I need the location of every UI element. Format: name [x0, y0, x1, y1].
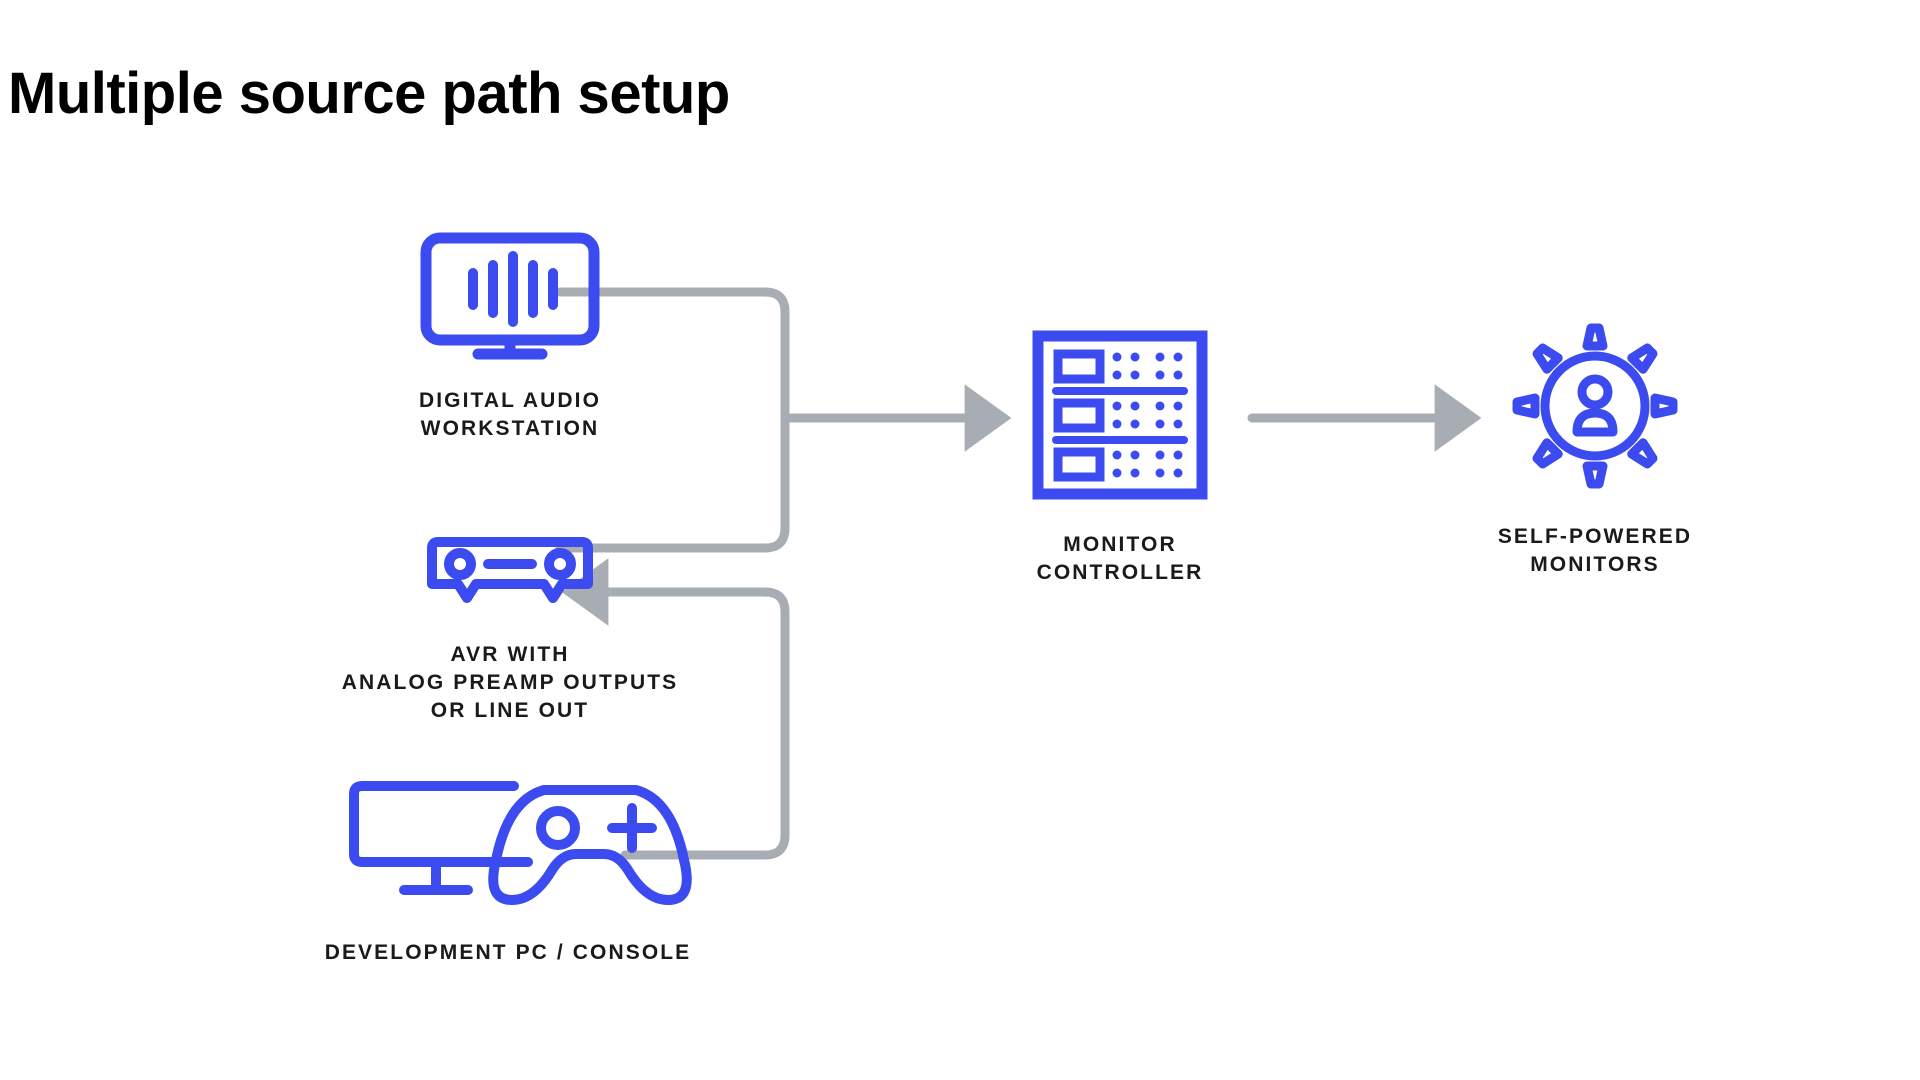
av-receiver-icon: [420, 537, 600, 615]
rack-unit-icon: [1032, 330, 1208, 505]
connector-avr-to-bus: [555, 413, 790, 553]
connector-daw-to-bus: [555, 287, 790, 423]
node-digital-audio-workstation[interactable]: DIGITAL AUDIO WORKSTATION: [300, 232, 720, 443]
node-label-self-powered-monitors: SELF-POWERED MONITORS: [1497, 525, 1693, 577]
node-avr[interactable]: AVR WITH ANALOG PREAMP OUTPUTS OR LINE O…: [240, 537, 780, 725]
surround-speakers-icon: [1509, 320, 1681, 497]
node-development-pc-console[interactable]: DEVELOPMENT PC / CONSOLE: [228, 778, 788, 967]
node-label-monitor-controller: MONITOR CONTROLLER: [1036, 533, 1204, 585]
node-self-powered-monitors[interactable]: SELF-POWERED MONITORS: [1420, 320, 1770, 579]
pc-gamepad-icon: [348, 778, 692, 915]
node-monitor-controller[interactable]: MONITOR CONTROLLER: [950, 330, 1290, 587]
node-label-development-pc-console: DEVELOPMENT PC / CONSOLE: [324, 941, 692, 964]
page-title: Multiple source path setup: [8, 61, 730, 126]
node-label-avr: AVR WITH ANALOG PREAMP OUTPUTS OR LINE O…: [341, 643, 679, 723]
connector-console-to-avr: [561, 558, 790, 860]
node-label-digital-audio-workstation: DIGITAL AUDIO WORKSTATION: [418, 389, 602, 441]
monitor-waveform-icon: [420, 232, 600, 365]
